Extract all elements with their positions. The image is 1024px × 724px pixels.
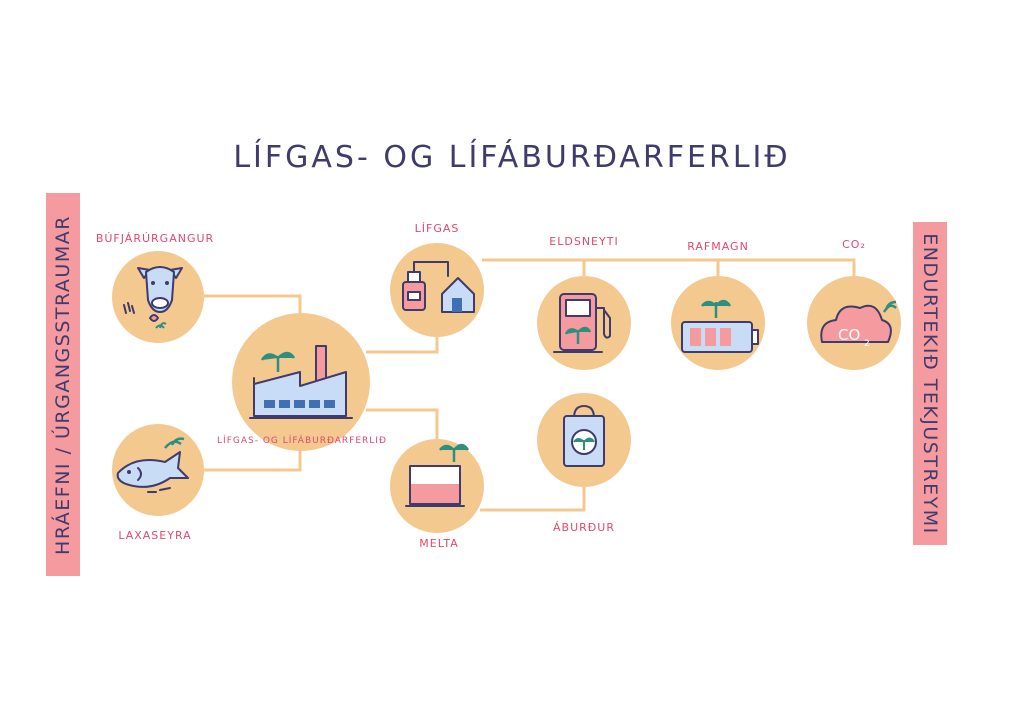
connector-livestock-plant — [204, 294, 302, 318]
connector-plant-biogas — [366, 336, 439, 354]
connector-digestate-fertilizer — [480, 486, 586, 512]
co2-label: CO₂ — [842, 238, 866, 251]
factory-icon — [249, 345, 353, 419]
cow-icon — [123, 266, 183, 329]
biogas-label: LÍFGAS — [414, 222, 460, 235]
digestate-label: MELTA — [419, 537, 459, 550]
fuel-pump-icon — [553, 293, 611, 353]
fertilizer-bag-icon — [563, 405, 605, 467]
electricity-label: RAFMAGN — [687, 240, 749, 253]
page-title: LÍFGAS- OG LÍFÁBURÐARFERLIÐ — [233, 140, 791, 175]
connector-lines — [204, 258, 856, 512]
fish-icon — [116, 437, 189, 493]
livestock-label: BÚFJÁRÚRGANGUR — [95, 232, 215, 245]
revenue-stream-banner: ENDURTEKIÐ TEKJUSTREYMI — [913, 222, 947, 545]
node-circles — [112, 243, 901, 533]
fuel-label: ELDSNEYTI — [549, 235, 619, 248]
connector-biogas-outputs — [482, 258, 856, 276]
raw-materials-banner: HRÁEFNI / ÚRGANGSSTRAUMAR — [46, 193, 80, 576]
digestate-icon — [405, 443, 470, 507]
biogas-icon — [402, 261, 475, 313]
fertilizer-label: ÁBURÐUR — [553, 521, 615, 534]
connector-fish-plant — [204, 444, 302, 472]
connector-plant-digestate — [366, 408, 439, 440]
co2-cloud-icon: CO 2 — [820, 300, 897, 349]
battery-icon — [681, 299, 759, 353]
svg-text:2: 2 — [864, 339, 870, 349]
svg-text:CO: CO — [838, 326, 860, 344]
plant-label: LÍFGAS- OG LÍFÁBURÐARFERLIÐ — [217, 436, 387, 446]
fish-label: LAXASEYRA — [118, 529, 192, 542]
